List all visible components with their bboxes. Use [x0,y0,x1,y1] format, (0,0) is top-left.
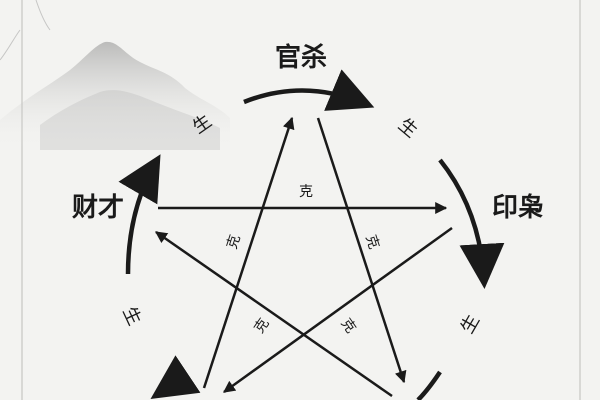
ink-mountain-decoration [0,0,230,150]
generate-arrow-bottom-right [416,370,442,400]
control-label-upper-right: 克 [362,233,382,251]
node-guansha: 官杀 [275,42,327,73]
control-label-upper-left: 克 [224,233,244,251]
generation-cycle [118,69,505,400]
node-yinxiao: 印枭 [492,192,544,223]
generate-arrow-right [438,158,505,289]
control-arrow-to-cai [155,230,393,398]
control-arrow-from-yin [223,226,453,394]
node-caicai: 财才 [72,193,124,223]
generate-arrow-bottom-left [150,355,201,399]
generate-arrow-left [118,154,161,275]
generate-arrow-top [243,69,375,111]
control-cycle [155,116,453,398]
control-arrow-to-guansha [202,116,295,389]
control-label-horizontal: 克 [299,184,313,200]
control-arrow-from-guansha [316,117,407,384]
